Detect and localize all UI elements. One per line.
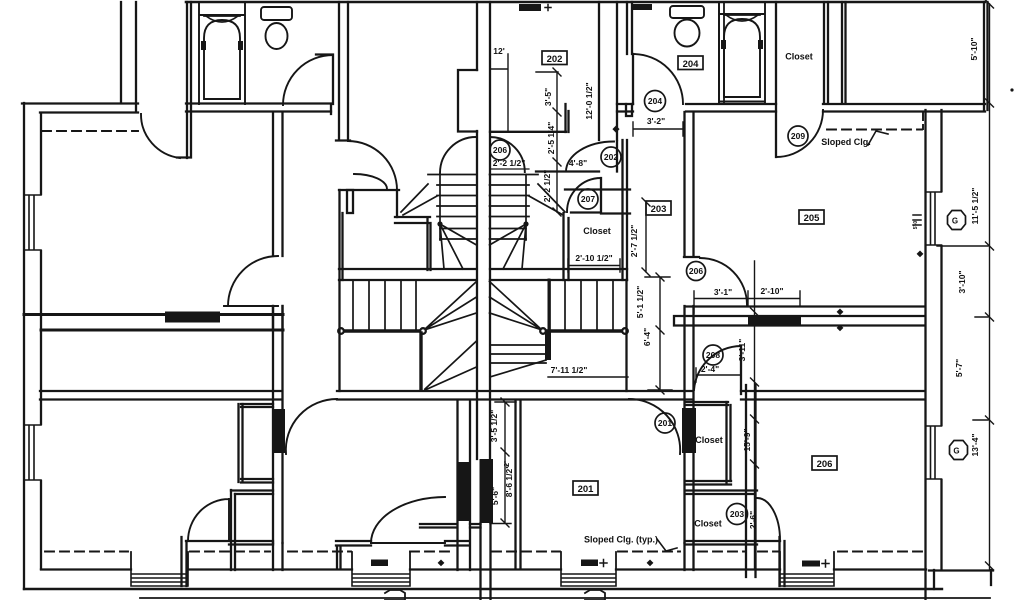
svg-text:2'-5 1/4": 2'-5 1/4"	[546, 122, 556, 155]
svg-text:5'-7": 5'-7"	[954, 359, 964, 377]
svg-text:8'-6 1/2": 8'-6 1/2"	[504, 465, 514, 498]
svg-text:2'-6": 2'-6"	[748, 511, 758, 529]
svg-text:206: 206	[817, 459, 833, 470]
svg-text:12'-0 1/2": 12'-0 1/2"	[584, 82, 594, 119]
svg-text:11'-5 1/2": 11'-5 1/2"	[970, 188, 980, 225]
svg-text:3'-2": 3'-2"	[647, 116, 665, 126]
svg-text:205: 205	[804, 213, 821, 224]
svg-text:206: 206	[493, 145, 507, 155]
svg-text:Sloped Clg. (typ.): Sloped Clg. (typ.)	[584, 535, 658, 545]
svg-text:Closet: Closet	[583, 226, 611, 236]
svg-text:2'-4": 2'-4"	[701, 364, 719, 374]
svg-text:206: 206	[689, 266, 703, 276]
svg-text:3'-5 1/2": 3'-5 1/2"	[489, 410, 499, 443]
svg-text:2'-10": 2'-10"	[760, 286, 783, 296]
svg-text:201: 201	[578, 484, 595, 495]
svg-text:204: 204	[648, 96, 662, 106]
svg-text:204: 204	[683, 59, 700, 70]
svg-text:3'-11": 3'-11"	[737, 339, 747, 362]
svg-text:201: 201	[658, 418, 672, 428]
svg-text:G: G	[953, 447, 959, 456]
svg-text:3'-1": 3'-1"	[714, 287, 732, 297]
svg-text:3'-10": 3'-10"	[957, 270, 967, 293]
svg-text:Closet: Closet	[694, 519, 722, 529]
svg-text:12': 12'	[493, 46, 504, 56]
svg-text:208: 208	[706, 350, 720, 360]
svg-text:15'-9": 15'-9"	[742, 428, 752, 451]
svg-text:2': 2'	[502, 461, 511, 467]
svg-text:6'-4": 6'-4"	[642, 328, 652, 346]
svg-text:Closet: Closet	[695, 435, 723, 445]
svg-text:7'-11 1/2": 7'-11 1/2"	[551, 365, 588, 375]
svg-text:3'-5": 3'-5"	[543, 88, 553, 106]
svg-text:202: 202	[604, 152, 618, 162]
svg-text:203: 203	[730, 509, 744, 519]
svg-text:5'-10": 5'-10"	[969, 37, 979, 60]
svg-text:202: 202	[547, 54, 563, 65]
svg-text:2'-10 1/2": 2'-10 1/2"	[575, 253, 612, 263]
svg-text:13'-4": 13'-4"	[970, 433, 980, 456]
svg-text:5'-1 1/2": 5'-1 1/2"	[635, 286, 645, 319]
svg-text:G: G	[952, 217, 958, 226]
svg-text:209: 209	[791, 131, 805, 141]
svg-text:Sloped Clg.: Sloped Clg.	[821, 137, 871, 147]
svg-text:5'-0: 5'-0	[913, 221, 919, 230]
svg-text:Closet: Closet	[785, 52, 813, 62]
svg-text:207: 207	[581, 194, 595, 204]
svg-text:5'-6": 5'-6"	[490, 487, 500, 505]
svg-text:4'-8": 4'-8"	[569, 158, 587, 168]
svg-text:2'-7 1/2": 2'-7 1/2"	[629, 225, 639, 258]
svg-text:2'-2 1/2": 2'-2 1/2"	[542, 170, 552, 203]
svg-text:2'-2 1/2": 2'-2 1/2"	[493, 158, 526, 168]
svg-text:203: 203	[651, 204, 667, 215]
